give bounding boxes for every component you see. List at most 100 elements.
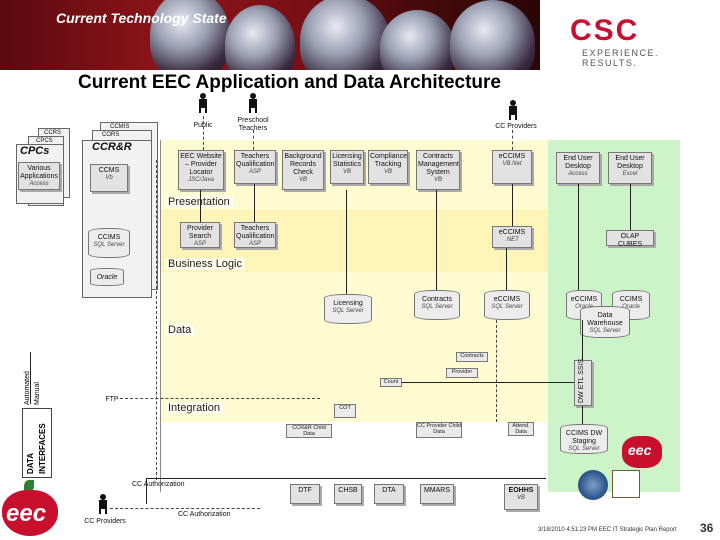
connector-etl-up [582,320,583,360]
eec-logo [2,490,58,536]
band-external [161,422,548,492]
connector-desktop-access [578,184,579,290]
actor-preschool-label: Preschool Teachers [237,117,269,132]
card-ccrs-label: CCRS [44,130,62,136]
banner-title: Current Technology State [56,10,227,26]
label-presentation: Presentation [165,196,233,208]
ext-chsb: CHSB [334,484,362,504]
card-cpcs-label: CPCS [36,138,53,144]
oracle-label: Oracle [96,274,118,281]
label-cc-authorization-2: CC Authorization [178,511,231,518]
connector-count [402,382,574,383]
connector-eccims-data [506,248,507,290]
connector-interfaces [30,352,31,404]
connector-teachers [254,184,255,222]
footer-text: 3/18/2010 4:51:23 PM EEC IT Strategic Pl… [538,527,677,533]
connector-ccproviders [512,130,513,150]
data-interfaces-box [22,408,52,478]
connector-auth2 [110,508,260,509]
dw-etl-label: DW ETL [578,376,585,403]
card-cors-label: CORS [102,132,120,138]
label-data: Data [165,324,195,336]
actor-public-icon [196,93,210,113]
ext-dta: DTA [374,484,404,504]
card-ccmis-label: CCMIS [110,124,130,130]
ccms-box: CCMS Vb [90,164,128,192]
box-eccims-net: eCCIMS.NET [492,226,532,248]
actor-preschool-icon [246,93,260,113]
int-attend-data: Attend. Data [508,422,534,436]
ext-mmars: MMARS [420,484,454,504]
actor-ccproviders-top-label: CC Providers [495,123,537,130]
ext-dtf: DTF [290,484,320,504]
eec-logo-small-text: eec [628,442,652,458]
agency-seal [612,470,640,498]
ccims-store-left: CCIMS SQL Server [88,228,130,258]
dw-etl-sub: SSIS [578,358,585,375]
connector-etl-down [582,406,583,424]
connector-auth-horizontal [146,478,546,479]
csc-logo-mark: CSC [570,14,640,47]
box-olap-cubes: OLAP CUBES [606,230,654,248]
page-title: Current EEC Application and Data Archite… [78,72,501,93]
various-apps-sub: Access [29,181,49,188]
int-contracts: Contracts [456,352,488,362]
actor-ccproviders-top-icon [506,100,520,120]
int-ftp: FTP [105,396,119,403]
cpcs-title: CPCs [20,145,50,157]
int-provider: Provider [446,368,478,378]
ccms-label: CCMS [98,167,120,174]
connector-desktop-excel [630,184,631,230]
connector-eccims-vertical [512,184,513,226]
ccms-sub: Vb [105,175,113,182]
int-cot: COT [334,404,356,418]
banner-photo [0,0,540,70]
int-cc-provider-child-data: CC Provider Child Data [416,422,462,438]
box-dw-etl: DW ETL SSIS [574,358,592,406]
various-applications-box: Various Applications Access [18,162,60,190]
csc-logo: CSC EXPERIENCE. RESULTS. [560,14,710,68]
eec-logo-text: eec [6,500,47,527]
connector-left-border [156,160,157,480]
actor-ccproviders-bottom-label: CC Providers [84,518,126,525]
ccims-left-sub: SQL Server [93,242,125,249]
label-integration: Integration [165,402,223,414]
eec-logo-leaf [24,480,34,492]
connector-preschool [253,130,254,150]
connector-ftp [120,398,320,399]
int-count: Count [380,378,402,387]
actor-public-label: Public [193,122,213,129]
massachusetts-seal [578,470,608,500]
connector-locator [200,190,201,222]
connector-eccims-down [496,320,497,422]
connector-licensing [346,190,347,294]
eec-logo-small [622,436,662,468]
label-business-logic: Business Logic [165,258,245,270]
connector-public [203,116,204,150]
int-ccrr-child-data: CCR&R Child Data [286,424,332,438]
csc-tagline: EXPERIENCE. RESULTS. [582,48,660,68]
connector-contracts [436,190,437,290]
oracle-store: Oracle [90,268,124,286]
page-number: 36 [700,521,714,535]
label-cc-authorization-1: CC Authorization [132,481,185,488]
connector-auth-vertical [146,478,147,504]
actor-ccproviders-bottom-icon [96,494,110,514]
various-apps-label: Various Applications [20,165,58,181]
